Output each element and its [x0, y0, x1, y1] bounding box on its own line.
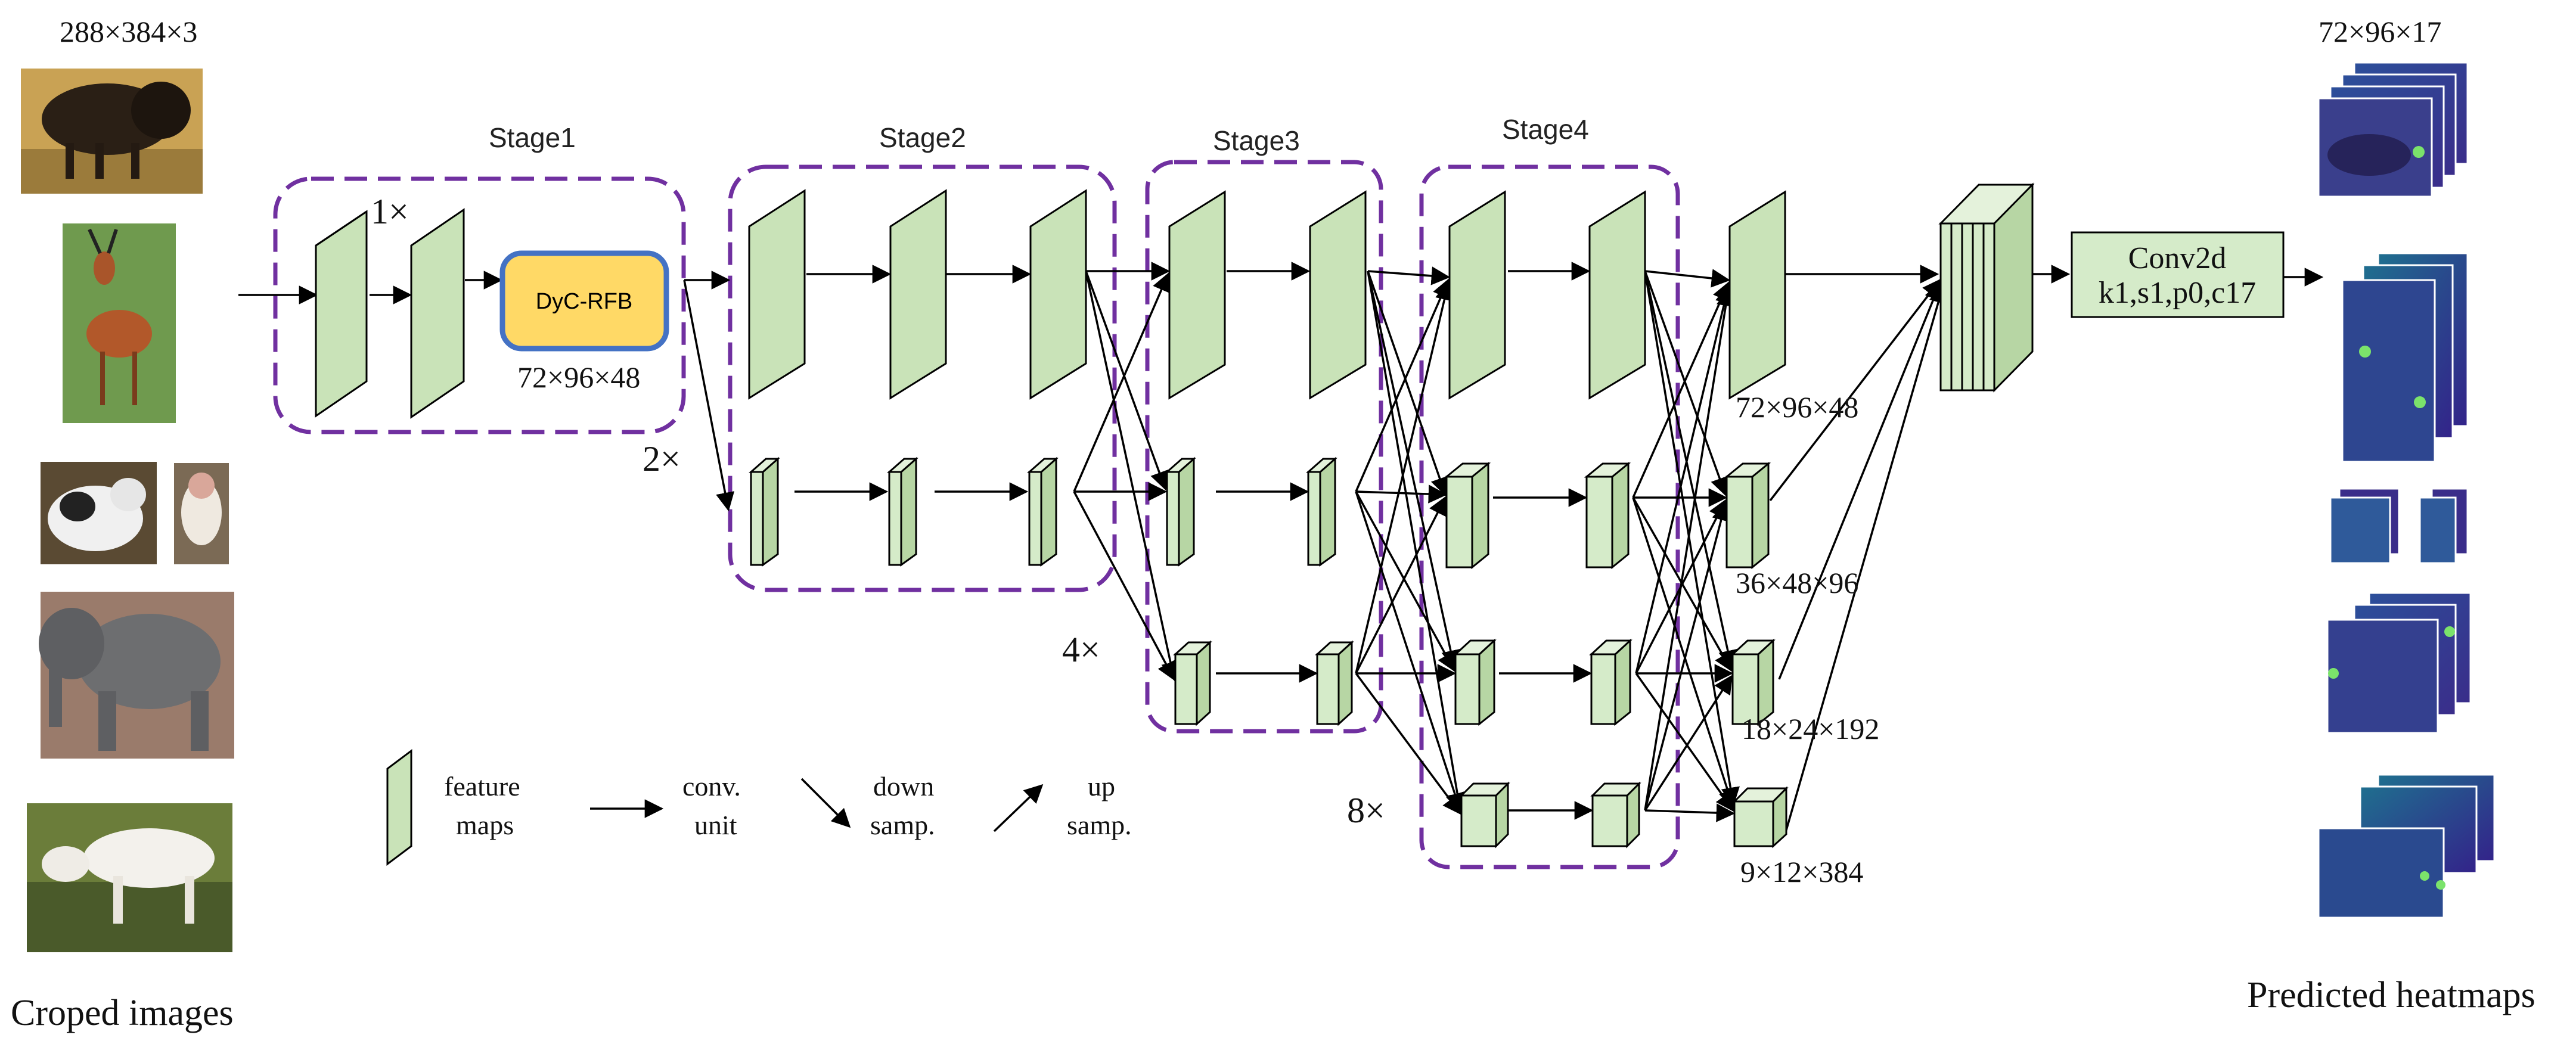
legend-down-line2: samp.	[870, 810, 935, 840]
stage1-box	[273, 176, 686, 434]
heatmap-horse	[2317, 773, 2496, 919]
rfb-dim-label: 72×96×48	[517, 361, 640, 394]
fuse-r4-block	[1732, 786, 1789, 849]
stage2-box	[728, 164, 1117, 592]
scale-4x: 4×	[1062, 630, 1100, 669]
dog-image-1	[41, 462, 157, 564]
stage2-r2-block-1	[749, 456, 780, 567]
stage2-label: Stage2	[879, 122, 966, 153]
stage4-r4-block-1	[1459, 781, 1510, 849]
dyc-rfb-block: DyC-RFB	[499, 250, 669, 352]
stage4-label: Stage4	[1502, 114, 1589, 145]
stage1-block-1	[315, 210, 368, 418]
stage3-r3-block-2	[1315, 640, 1354, 726]
conv2d-block: Conv2d k1,s1,p0,c17	[2071, 231, 2285, 318]
input-images: 288×384×3	[11, 15, 234, 1033]
stage3-r2-block-2	[1306, 456, 1337, 567]
fuse-r2-block	[1724, 461, 1771, 570]
legend-down-arrow	[800, 778, 851, 828]
stage3-r1-block-1	[1168, 190, 1226, 400]
legend-up-line2: samp.	[1067, 810, 1132, 840]
heatmap-bison	[2317, 61, 2469, 198]
branch1-dim: 72×96×48	[1736, 390, 1858, 424]
branch4-dim: 9×12×384	[1740, 855, 1863, 888]
dyc-rfb-label: DyC-RFB	[536, 289, 633, 314]
heatmap-dog-2	[2419, 487, 2469, 564]
conv2d-params: k1,s1,p0,c17	[2099, 276, 2256, 310]
legend-up-line1: up	[1088, 771, 1115, 801]
heatmap-dog-1	[2329, 487, 2400, 564]
output-heatmaps: 72×96×17	[2247, 15, 2535, 1015]
antelope-image	[63, 223, 176, 423]
scale-1x: 1×	[371, 192, 409, 231]
heatmap-antelope	[2341, 252, 2469, 463]
concat-block	[1938, 182, 2035, 393]
stage-boxes	[273, 160, 1680, 869]
stage2-r2-block-3	[1027, 456, 1059, 567]
stage4-r2-block-1	[1444, 461, 1491, 570]
stage3-r2-block-1	[1165, 456, 1196, 567]
branch2-dim: 36×48×96	[1736, 566, 1858, 599]
stage2-r1-block-3	[1029, 189, 1087, 400]
stage4-r1-block-1	[1448, 190, 1506, 400]
legend-feature-line2: maps	[456, 810, 514, 840]
stage4-r3-block-1	[1453, 638, 1497, 726]
legend-feature-icon	[386, 749, 412, 866]
stage3-box	[1145, 160, 1383, 734]
stage2-r1-block-2	[889, 189, 947, 400]
legend-conv-line2: unit	[694, 810, 737, 840]
horse-image	[27, 803, 232, 952]
stage4-box	[1419, 164, 1680, 869]
input-size-label: 288×384×3	[60, 15, 197, 48]
legend-feature-line1: feature	[444, 771, 520, 801]
branch3-dim: 18×24×192	[1742, 712, 1879, 745]
fuse-r1-block	[1728, 190, 1786, 400]
scale-8x: 8×	[1347, 791, 1385, 830]
stage1-label: Stage1	[489, 122, 576, 153]
legend: feature maps conv. unit down samp. up sa…	[386, 749, 1132, 866]
stage4-r3-block-2	[1589, 638, 1632, 726]
input-caption: Croped images	[11, 993, 234, 1033]
stage1-block-2	[410, 208, 465, 419]
output-caption: Predicted heatmaps	[2247, 975, 2535, 1015]
feature-blocks	[315, 182, 2035, 849]
bison-image	[21, 69, 203, 194]
stage3-r1-block-2	[1309, 190, 1367, 400]
conv2d-title: Conv2d	[2128, 241, 2227, 275]
output-size-label: 72×96×17	[2319, 15, 2441, 48]
legend-down-line1: down	[873, 771, 934, 801]
stage3-r3-block-1	[1173, 640, 1212, 726]
stage4-r1-block-2	[1588, 190, 1646, 400]
scale-2x: 2×	[643, 439, 681, 479]
connections	[238, 262, 2324, 835]
stage4-r2-block-2	[1584, 461, 1631, 570]
stage2-r1-block-1	[748, 189, 806, 400]
dog-image-2	[174, 463, 229, 564]
fuse-r3-block	[1730, 638, 1776, 726]
stage4-r4-block-2	[1590, 781, 1641, 849]
legend-up-arrow	[993, 784, 1044, 832]
legend-conv-line1: conv.	[682, 771, 741, 801]
heatmap-elephant	[2326, 592, 2472, 734]
stage3-label: Stage3	[1213, 125, 1300, 156]
elephant-image	[39, 592, 234, 759]
stage2-r2-block-2	[887, 456, 918, 567]
